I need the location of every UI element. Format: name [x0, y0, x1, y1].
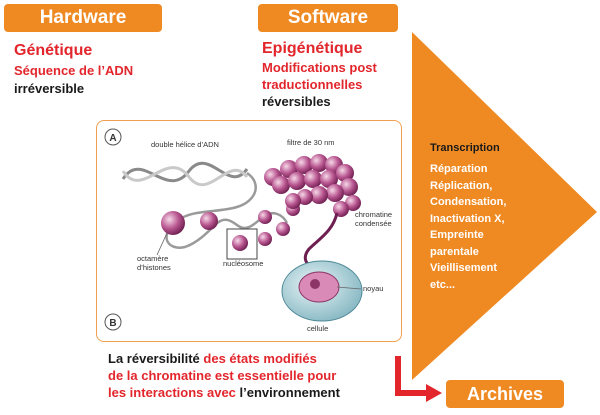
panel-b-text: B [109, 318, 116, 329]
panel-a-text: A [109, 133, 116, 144]
octamer-label-1: octamère [137, 254, 168, 263]
dna-label: double hélice d’ADN [151, 140, 219, 149]
nucleosome-box [226, 228, 258, 260]
cell-label: cellule [307, 324, 328, 333]
statement-chromatin: de la chromatine est essentielle pour [108, 368, 337, 383]
cell [281, 260, 363, 322]
fiber-label: filtre de 30 nm [287, 138, 335, 147]
activity-item: Vieillisement [430, 262, 498, 274]
epigenetic-translational: traductionnelles [262, 77, 363, 92]
condensed-strand [303, 212, 339, 269]
statement-la: La [108, 351, 127, 366]
nucleosomes [161, 202, 300, 251]
epigenetic-title: Epigénétique [262, 40, 363, 57]
chromatin-figure: A B [96, 120, 402, 342]
activity-item: etc... [430, 278, 456, 291]
archives-label: Archives [446, 380, 564, 408]
archives-pointer-head [426, 384, 442, 402]
statement-interactions: les interactions avec [108, 385, 240, 400]
octamer-label-2: d’histones [137, 263, 171, 272]
nucleus-label: noyau [363, 284, 383, 293]
statement-reversibility: réversibilité [126, 351, 200, 366]
chromatin-illustration: A B [104, 128, 392, 333]
activity-item: Inactivation X, [430, 212, 505, 225]
panel-b-marker: B [104, 313, 122, 331]
arrow-shape [412, 32, 597, 380]
panel-a-marker: A [104, 128, 122, 146]
activity-item: Réparation [430, 163, 488, 175]
software-label: Software [258, 4, 398, 32]
chromatin-fiber [264, 154, 361, 217]
genetic-irreversible: irréversible [14, 81, 85, 96]
activity-item: parentale [430, 245, 479, 258]
hardware-label: Hardware [4, 4, 162, 32]
statement-states: des états modifiés [199, 351, 317, 366]
genetic-title: Génétique [14, 42, 93, 59]
epigenetic-modifications: Modifications post [262, 60, 377, 75]
epigenetic-reversible: réversibles [262, 94, 331, 109]
reversibility-statement: La réversibilité des états modifiés de l… [108, 350, 340, 401]
chromatin-label-1: chromatine [355, 210, 392, 219]
statement-environment: l’environnement [239, 385, 340, 400]
activity-item: Condensation, [430, 196, 507, 208]
transcription-label: Transcription [430, 142, 500, 154]
activity-item: Empreinte [430, 229, 484, 241]
genetic-sequence: Séquence de l’ADN [14, 63, 134, 78]
nucleosome-label: nucléosome [223, 259, 263, 268]
dna-helix [121, 161, 249, 187]
archives-pointer-arrow [395, 356, 428, 396]
chromatin-label-2: condensée [355, 219, 392, 228]
activity-item: Réplication, [430, 179, 493, 192]
